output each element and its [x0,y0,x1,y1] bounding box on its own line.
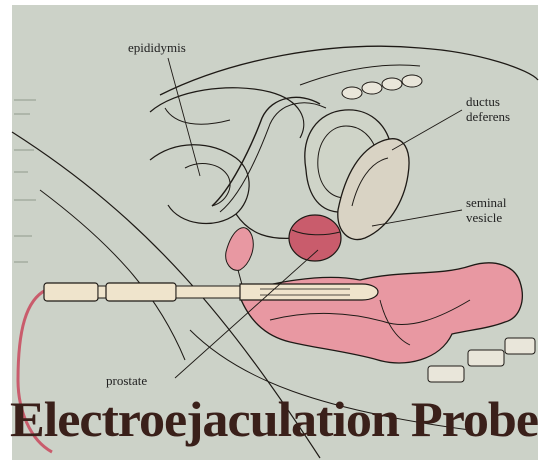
electroejaculation-probe [44,283,378,301]
label-seminal-vesicle-line2: vesicle [466,210,502,225]
label-epididymis: epididymis [128,40,186,55]
diagram-title: Electroejaculation Probe [10,391,538,447]
label-ductus-deferens-line1: ductus [466,94,500,109]
label-prostate: prostate [106,373,147,388]
label-seminal-vesicle-line1: seminal [466,195,507,210]
prostate [289,215,341,261]
label-ductus-deferens-line2: deferens [466,109,510,124]
